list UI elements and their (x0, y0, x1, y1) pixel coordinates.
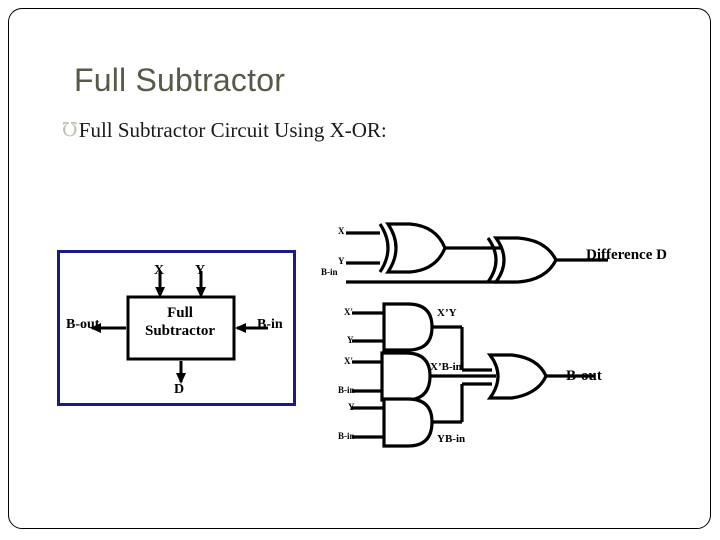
bd-box-label: Full Subtractor (131, 305, 229, 340)
bd-label-bout: B-out (66, 317, 100, 332)
circuit-label-and2-out: X’B-in (430, 361, 462, 373)
bd-label-d: D (174, 382, 185, 397)
arrowhead-bout (90, 323, 101, 333)
and-gate-1 (382, 302, 434, 352)
bd-label-y: Y (195, 263, 206, 278)
xor1-body (385, 222, 447, 274)
logic-circuit-diagram (320, 210, 710, 470)
circuit-label-and1-out: X’Y (437, 307, 457, 319)
full-subtractor-box (126, 295, 236, 361)
bd-label-bin: B-in (257, 317, 283, 332)
circuit-label-difference-output: Difference D (586, 247, 667, 263)
circuit-label-and3-out: YB-in (437, 433, 466, 445)
circuit-label-and1-in2: Y (347, 335, 354, 345)
and-gate-2 (380, 351, 432, 402)
circuit-label-y: Y (338, 256, 345, 266)
bullet-marker-icon: ℧ (62, 119, 78, 141)
bd-box-label-line1: Full (167, 305, 193, 321)
arrowhead-y (196, 287, 206, 298)
bullet-line: ℧ Full Subtractor Circuit Using X-OR: (62, 120, 387, 141)
and-gate-3 (382, 397, 434, 448)
xor2-outer-arc (486, 237, 498, 283)
or-gate (486, 353, 548, 400)
xor1-outer-arc (378, 223, 390, 273)
bullet-text: Full Subtractor Circuit Using X-OR: (78, 118, 387, 142)
circuit-label-and2-in2: B-in (338, 385, 355, 395)
block-diagram-panel (57, 250, 296, 406)
logic-circuit-graphic (346, 222, 608, 448)
page-title: Full Subtractor (74, 62, 286, 98)
arrowhead-bin (235, 323, 246, 333)
block-diagram-graphic (90, 271, 268, 384)
arrowhead-d (176, 373, 186, 384)
circuit-label-and3-in1: Y (348, 402, 355, 412)
arrowhead-x (155, 287, 165, 298)
bd-label-x: X (154, 263, 165, 278)
xor2-body (492, 236, 558, 284)
bd-box-label-line2: Subtractor (145, 322, 215, 339)
circuit-label-and2-in1: X' (344, 356, 353, 366)
circuit-label-bout-output: B-out (566, 368, 602, 384)
circuit-label-and1-in1: X' (344, 307, 353, 317)
circuit-label-x: X (338, 226, 345, 236)
circuit-label-bin: B-in (321, 267, 338, 277)
circuit-label-and3-in2: B-in (338, 431, 355, 441)
